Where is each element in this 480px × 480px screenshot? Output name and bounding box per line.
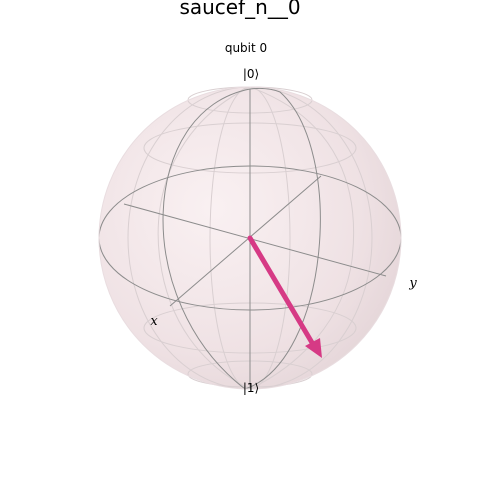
- ket-zero-label: |0⟩: [243, 67, 259, 81]
- figure-subtitle: qubit 0: [225, 41, 267, 55]
- meridian-circle: [162, 87, 321, 390]
- state-vector-shaft: [247, 235, 317, 349]
- y-axis-line: [123, 203, 387, 277]
- x-axis-label: x: [150, 314, 158, 329]
- y-axis-label: y: [408, 276, 417, 291]
- figure-title: saucef_n__0: [179, 0, 300, 19]
- sphere-outline: [98, 86, 402, 390]
- state-vector-arrowhead: [305, 338, 322, 358]
- ket-one-label: |1⟩: [243, 381, 259, 395]
- state-vector: [247, 235, 322, 358]
- x-axis-line: [169, 175, 322, 307]
